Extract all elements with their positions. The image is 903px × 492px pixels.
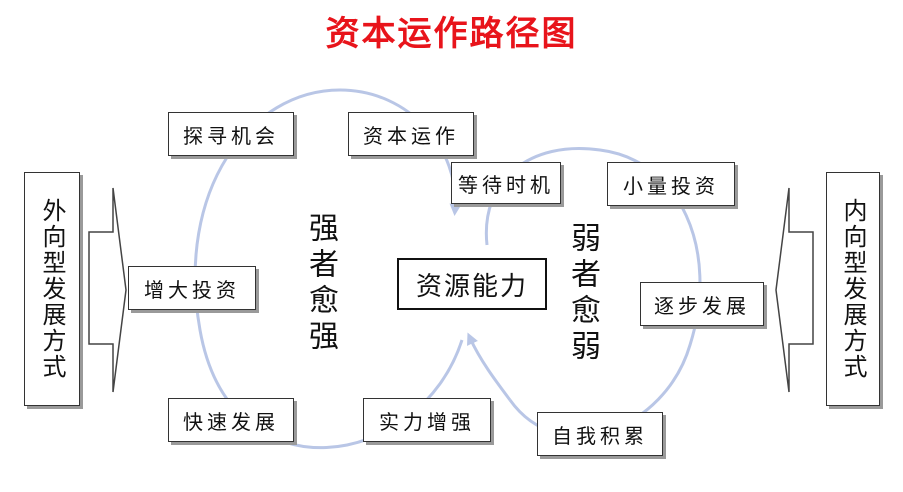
- right-inward-arrow: [775, 187, 814, 393]
- left-outward-arrow: [88, 187, 127, 393]
- box-gradual-development: 逐步发展: [640, 282, 764, 326]
- diagram-title: 资本运作路径图: [325, 14, 578, 54]
- center-resource-capability: 资源能力: [397, 258, 547, 310]
- label-strong-get-stronger: 强者愈强: [303, 212, 338, 356]
- weak-cycle-return: [467, 332, 512, 401]
- outer-right-label: 内向型发展方式: [839, 198, 867, 380]
- box-capital-operation: 资本运作: [348, 112, 474, 156]
- box-increase-investment: 增大投资: [128, 266, 256, 310]
- box-wait-timing: 等待时机: [451, 162, 561, 204]
- outer-left-box: 外向型发展方式: [24, 172, 80, 406]
- box-strength-increase: 实力增强: [363, 398, 491, 442]
- label-weak-get-weaker: 弱者愈弱: [565, 222, 600, 366]
- box-search-opportunity: 探寻机会: [168, 112, 294, 156]
- box-fast-growth: 快速发展: [168, 398, 294, 442]
- outer-left-label: 外向型发展方式: [38, 198, 66, 380]
- box-small-investment: 小量投资: [607, 162, 735, 206]
- strong-cycle-loop: [193, 88, 464, 450]
- box-self-accumulation: 自我积累: [537, 412, 663, 456]
- outer-right-box: 内向型发展方式: [826, 172, 880, 406]
